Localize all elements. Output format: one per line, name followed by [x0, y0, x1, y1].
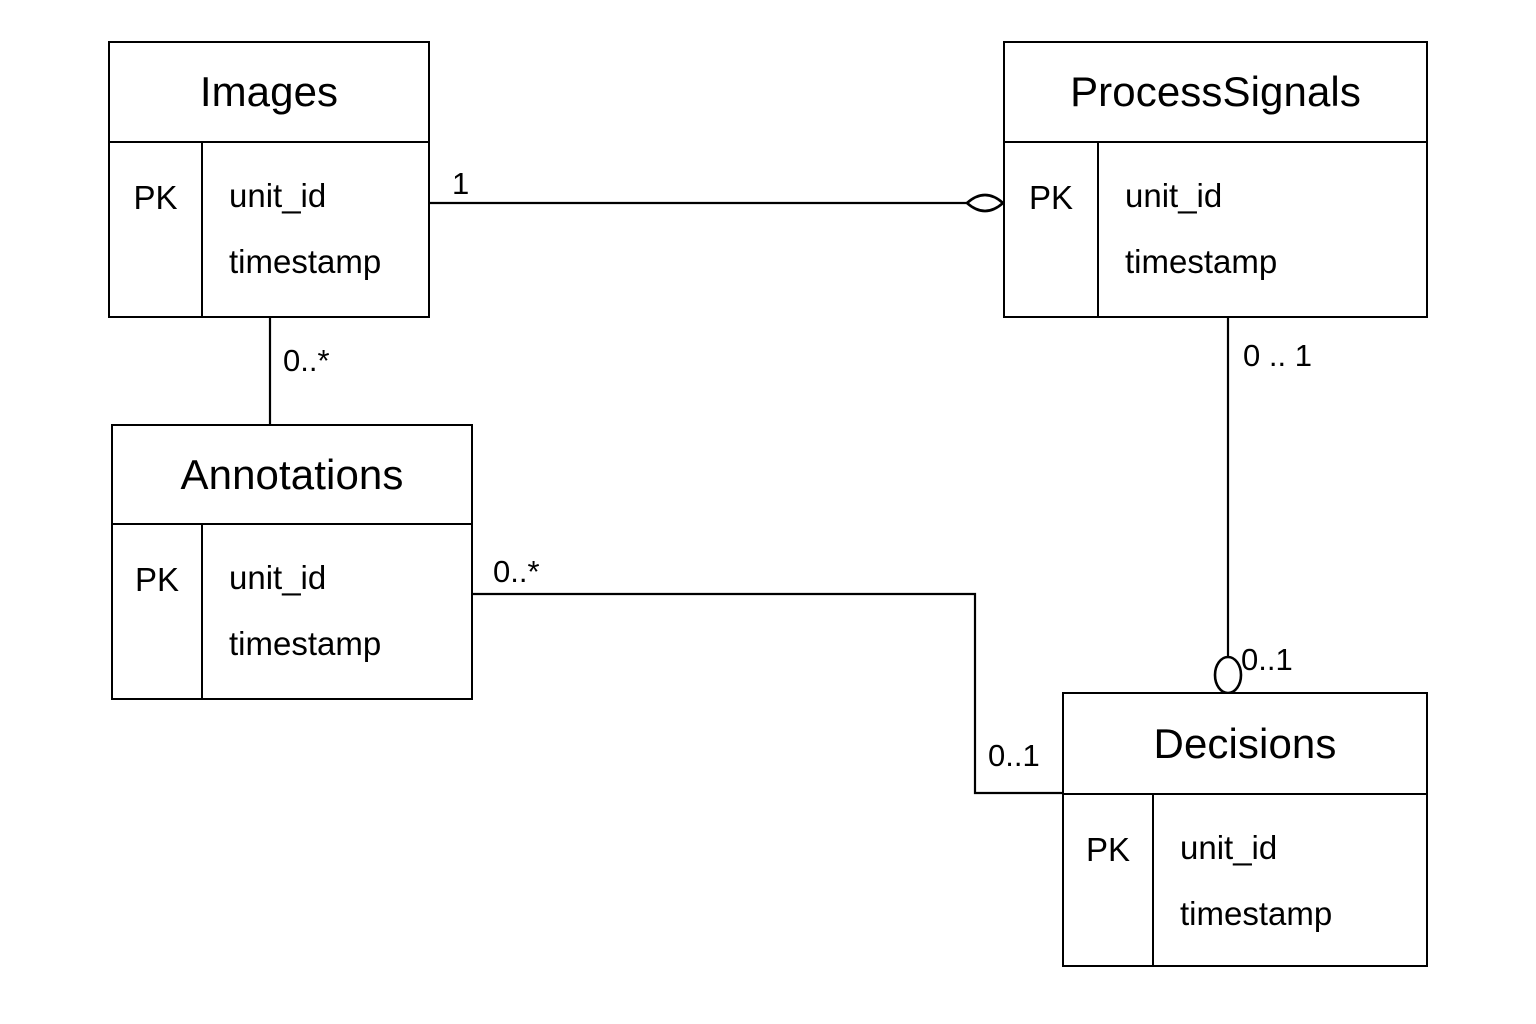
entity-processsignals-title: ProcessSignals — [1005, 43, 1426, 143]
entity-decisions-pk-column: PK — [1064, 795, 1154, 965]
entity-decisions-title: Decisions — [1064, 694, 1426, 795]
entity-annotations-pk-column: PK — [113, 525, 203, 698]
attribute-row: timestamp — [1180, 895, 1333, 932]
connector-annotations-decisions — [473, 592, 1062, 795]
entity-processsignals[interactable]: ProcessSignals PK unit_id timestamp — [1003, 41, 1428, 318]
attribute-row: timestamp — [229, 625, 382, 662]
multiplicity-images-annotations-source: 0..* — [283, 343, 330, 378]
entity-images-body: PK unit_id timestamp — [110, 143, 428, 316]
entity-images-title: Images — [110, 43, 428, 143]
entity-annotations-attributes: unit_id timestamp — [203, 525, 471, 698]
attribute-row: unit_id — [1180, 829, 1278, 866]
multiplicity-images-processsignals-source: 1 — [452, 166, 470, 201]
attribute-row: unit_id — [229, 177, 327, 214]
lens-oval-marker-processsignals — [965, 193, 1005, 213]
multiplicity-annotations-decisions-target: 0..1 — [988, 738, 1040, 773]
entity-decisions-body: PK unit_id timestamp — [1064, 795, 1426, 965]
entity-images-attributes: unit_id timestamp — [203, 143, 428, 316]
entity-annotations[interactable]: Annotations PK unit_id timestamp — [111, 424, 473, 700]
attribute-row: unit_id — [229, 559, 327, 596]
entity-images-pk-column: PK — [110, 143, 203, 316]
entity-annotations-title: Annotations — [113, 426, 471, 525]
entity-processsignals-attributes: unit_id timestamp — [1099, 143, 1426, 316]
attribute-row: timestamp — [229, 243, 382, 280]
entity-decisions[interactable]: Decisions PK unit_id timestamp — [1062, 692, 1428, 967]
entity-annotations-body: PK unit_id timestamp — [113, 525, 471, 698]
entity-images[interactable]: Images PK unit_id timestamp — [108, 41, 430, 318]
attribute-row: unit_id — [1125, 177, 1223, 214]
multiplicity-processsignals-decisions-target: 0..1 — [1241, 642, 1293, 677]
entity-decisions-attributes: unit_id timestamp — [1154, 795, 1426, 965]
multiplicity-annotations-decisions-source: 0..* — [493, 554, 540, 589]
entity-processsignals-pk-column: PK — [1005, 143, 1099, 316]
attribute-row: timestamp — [1125, 243, 1278, 280]
entity-processsignals-body: PK unit_id timestamp — [1005, 143, 1426, 316]
multiplicity-processsignals-decisions-source: 0 .. 1 — [1243, 338, 1312, 373]
circle-marker-decisions — [1213, 655, 1243, 695]
